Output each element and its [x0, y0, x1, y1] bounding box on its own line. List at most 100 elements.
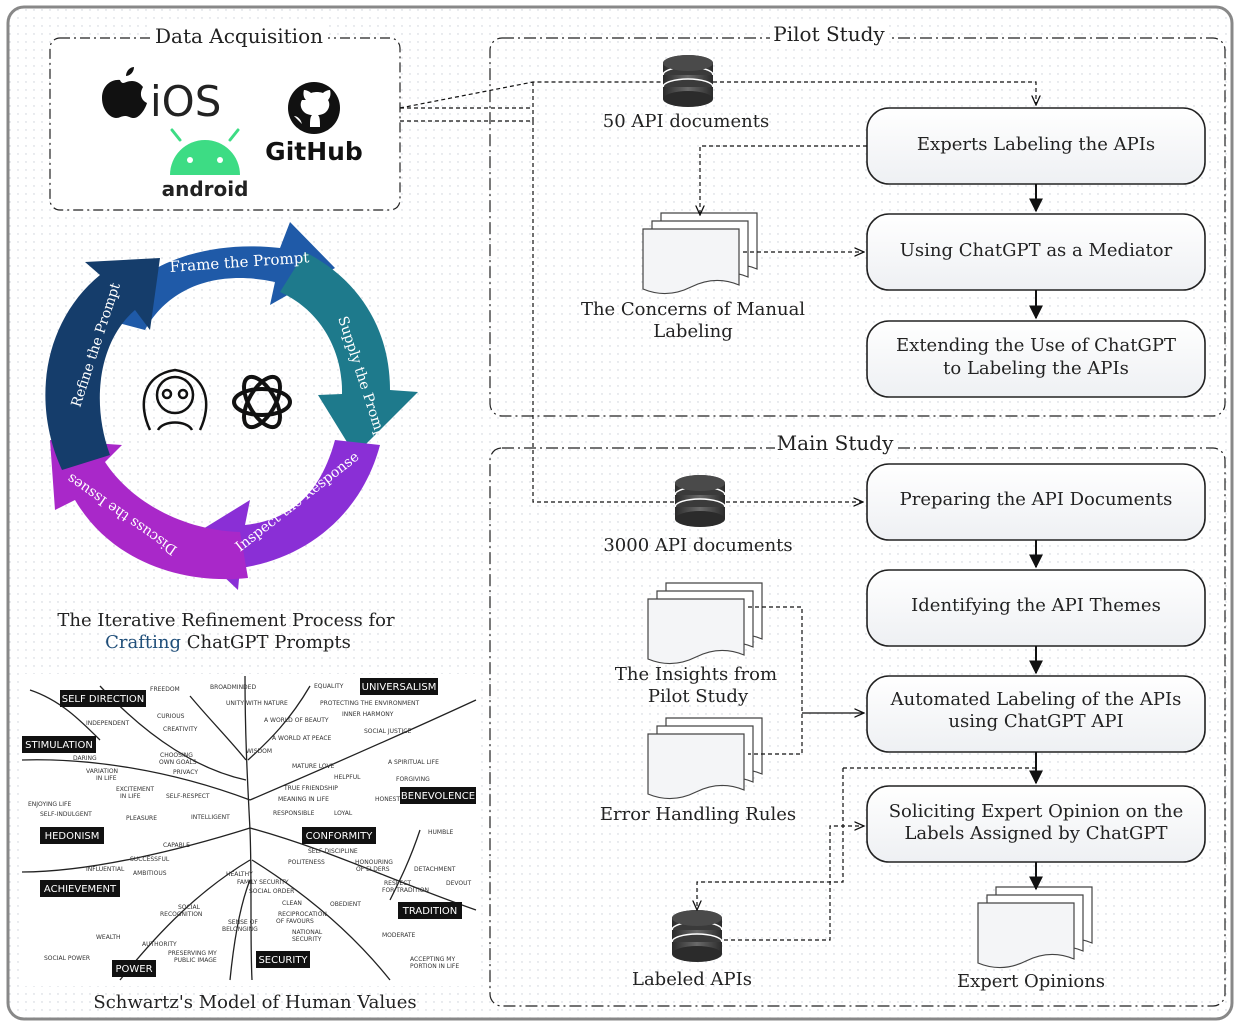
schwartz-box-self-direction [60, 690, 146, 707]
schwartz-value: PROTECTING THE ENVIRONMENT [320, 700, 419, 707]
schwartz-value: ACCEPTING MY [410, 956, 455, 963]
schwartz-value: CLEAN [282, 900, 302, 907]
schwartz-value: FAMILY SECURITY [237, 879, 289, 886]
schwartz-value: PLEASURE [126, 815, 157, 822]
schwartz-value: ENJOYING LIFE [28, 801, 71, 808]
schwartz-value: INDEPENDENT [86, 720, 129, 727]
pilot-step-box [866, 320, 1206, 398]
cycle-caption-line2: Crafting ChatGPT Prompts [105, 632, 351, 653]
schwartz-value: AUTHORITY [142, 941, 177, 948]
schwartz-value: SOCIAL POWER [44, 955, 90, 962]
schwartz-value: WEALTH [96, 934, 121, 941]
schwartz-value: DETACHMENT [414, 866, 456, 873]
insights-label-line1: The Insights from [615, 664, 777, 685]
schwartz-value: OWN GOALS [159, 759, 197, 766]
main-step-label: using ChatGPT API [948, 711, 1123, 732]
schwartz-value: CURIOUS [157, 713, 185, 720]
schwartz-value: A SPIRITUAL LIFE [388, 759, 439, 766]
cycle-arrow-discuss [50, 440, 248, 580]
schwartz-category: STIMULATION [25, 740, 93, 751]
schwartz-value: PORTION IN LIFE [410, 963, 459, 970]
dashed-connector [748, 606, 803, 755]
schwartz-value: HONEST [375, 796, 400, 803]
schwartz-value: DARING [73, 755, 97, 762]
schwartz-value: SUCCESSFUL [130, 856, 170, 863]
main-step-label: Identifying the API Themes [911, 595, 1161, 616]
schwartz-value: A WORLD AT PEACE [272, 735, 332, 742]
schwartz-category: POWER [115, 964, 152, 975]
schwartz-value: POLITENESS [288, 859, 325, 866]
schwartz-value: OF FAVOURS [276, 918, 314, 925]
github-logo-text: GitHub [265, 137, 363, 166]
schwartz-caption: Schwartz's Model of Human Values [93, 992, 416, 1013]
schwartz-value: SELF-DISCIPLINE [308, 848, 358, 855]
schwartz-value: HUMBLE [428, 829, 454, 836]
database-icon [671, 909, 723, 963]
schwartz-category: CONFORMITY [306, 831, 374, 842]
cycle-arrow-frame [100, 222, 335, 330]
schwartz-value: DEVOUT [446, 880, 472, 887]
chatgpt-icon [232, 374, 292, 430]
schwartz-value: RESPECT [384, 880, 411, 887]
schwartz-value: A WORLD OF BEAUTY [264, 717, 329, 724]
main-step-label: Labels Assigned by ChatGPT [904, 823, 1167, 844]
schwartz-value: CHOOSING [160, 752, 193, 759]
schwartz-value: INTELLIGENT [191, 814, 230, 821]
schwartz-value: OBEDIENT [330, 901, 361, 908]
schwartz-value: AMBITIOUS [133, 870, 167, 877]
schwartz-category: HEDONISM [45, 831, 100, 842]
cycle-arrow-refine [45, 258, 160, 470]
schwartz-value: NATIONAL [292, 929, 323, 936]
ios-logo-text: iOS [150, 77, 221, 126]
schwartz-value: INFLUENTIAL [86, 866, 125, 873]
cycle-arrow-supply [280, 252, 418, 455]
cycle-caption-rest: ChatGPT Prompts [181, 632, 351, 653]
schwartz-value: IN LIFE [96, 775, 117, 782]
schwartz-value: FORGIVING [396, 776, 430, 783]
schwartz-category: ACHIEVEMENT [44, 884, 117, 895]
schwartz-category: TRADITION [402, 906, 458, 917]
dashed-arrow [700, 145, 867, 215]
iterative-cycle [45, 222, 418, 590]
dashed-arrow [713, 81, 1036, 105]
schwartz-value: SOCIAL [178, 904, 201, 911]
apple-icon [102, 67, 147, 118]
schwartz-value: RECOGNITION [160, 911, 202, 918]
schwartz-value: UNITY WITH NATURE [226, 700, 288, 707]
database-icon [662, 54, 714, 108]
pilot-doc-label-line1: The Concerns of Manual [581, 299, 805, 320]
dashed-arrow [697, 768, 844, 910]
schwartz-value: BROADMINDED [210, 684, 256, 691]
labeled-apis-label: Labeled APIs [632, 969, 752, 990]
schwartz-value: PRESERVING MY [168, 950, 217, 957]
android-icon [170, 128, 240, 175]
schwartz-value: RECIPROCATION [278, 911, 327, 918]
schwartz-value: SELF-RESPECT [166, 793, 210, 800]
schwartz-value: FOR TRADITION [382, 887, 429, 894]
schwartz-value: INNER HARMONY [342, 711, 394, 718]
schwartz-value: HONOURING [355, 859, 393, 866]
schwartz-value: SECURITY [292, 936, 322, 943]
android-logo-text: android [162, 177, 249, 201]
schwartz-category: BENEVOLENCE [401, 791, 475, 802]
schwartz-value: MATURE LOVE [292, 763, 335, 770]
schwartz-value: FREEDOM [150, 686, 180, 693]
main-db-label: 3000 API documents [603, 535, 792, 556]
schwartz-value: TRUE FRIENDSHIP [283, 785, 338, 792]
schwartz-value: RESPONSIBLE [273, 810, 315, 817]
schwartz-value: SOCIAL ORDER [249, 888, 294, 895]
pilot-study-title: Pilot Study [773, 22, 885, 46]
schwartz-value: VARIATION [86, 768, 118, 775]
pilot-step-label: Using ChatGPT as a Mediator [900, 240, 1173, 261]
insights-label-line2: Pilot Study [648, 686, 749, 707]
schwartz-value: MEANING IN LIFE [278, 796, 329, 803]
schwartz-value: HEALTHY [226, 871, 253, 878]
main-study-title: Main Study [777, 431, 894, 455]
schwartz-value: IN LIFE [120, 793, 141, 800]
schwartz-value: HELPFUL [334, 774, 361, 781]
schwartz-category: SELF DIRECTION [62, 694, 144, 705]
dashed-arrow [724, 826, 864, 941]
schwartz-value: WISDOM [246, 748, 272, 755]
schwartz-value: EQUALITY [314, 683, 344, 690]
